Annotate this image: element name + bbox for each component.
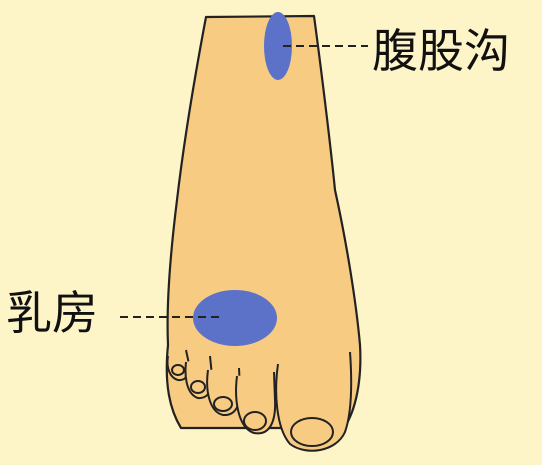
groin-label: 腹股沟	[372, 28, 510, 74]
little-toe-nail	[172, 365, 184, 375]
third-toe-nail	[214, 397, 232, 411]
breast-label: 乳房	[6, 290, 98, 336]
fourth-toe-nail	[191, 381, 205, 393]
second-toe-nail	[244, 412, 266, 430]
big-toe-nail	[291, 418, 333, 446]
